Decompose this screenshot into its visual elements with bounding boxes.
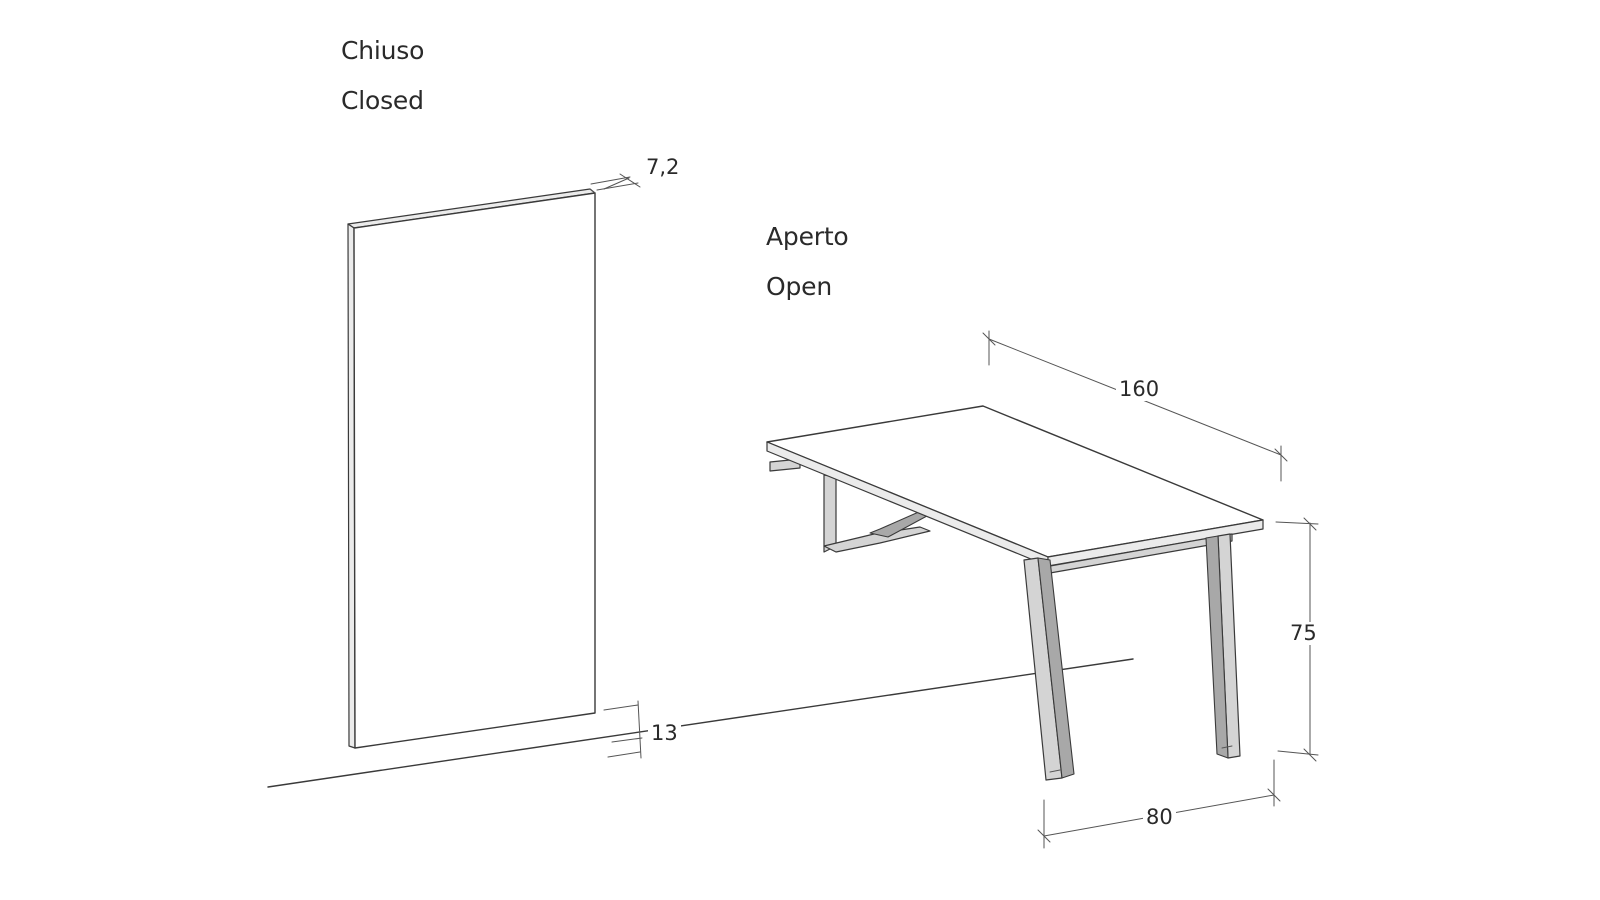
closed-panel-corner xyxy=(589,188,596,194)
floor-gap-dimension xyxy=(603,700,643,759)
height-value: 75 xyxy=(1287,622,1320,645)
closed-depth-value: 7,2 xyxy=(646,155,680,179)
height-ext-bottom xyxy=(1277,750,1319,756)
closed-label-english: Closed xyxy=(341,86,424,115)
depth-ext-line-1 xyxy=(596,182,639,191)
gap-ext-line-bottom xyxy=(607,751,641,758)
closed-depth-dimension xyxy=(590,173,641,191)
depth-dim-line xyxy=(603,177,630,190)
front-leg-side xyxy=(1037,557,1075,779)
front-leg-foot-mark xyxy=(1049,769,1061,773)
open-table xyxy=(766,405,1264,781)
length-tick-left xyxy=(982,332,996,346)
closed-panel xyxy=(347,188,596,749)
width-value: 80 xyxy=(1143,806,1176,829)
height-tick-bottom xyxy=(1303,748,1317,762)
wall-bracket-post xyxy=(823,474,837,553)
gap-ext-line-top xyxy=(603,704,639,711)
width-tick-left xyxy=(1037,829,1051,843)
rear-leg-foot-mark xyxy=(1221,745,1233,749)
height-tick-top xyxy=(1303,517,1317,531)
gap-dim-line xyxy=(637,700,642,759)
rear-leg-side xyxy=(1205,535,1229,759)
gap-ext-line-mid xyxy=(611,737,643,743)
height-ext-top xyxy=(1275,521,1319,525)
closed-panel-front-face xyxy=(353,192,596,749)
length-tick-right xyxy=(1274,448,1288,462)
floor-gap-value: 13 xyxy=(648,722,681,745)
open-label-english: Open xyxy=(766,272,832,301)
width-tick-right xyxy=(1267,788,1281,802)
closed-label-italian: Chiuso xyxy=(341,36,425,65)
open-label-italian: Aperto xyxy=(766,222,849,251)
length-value: 160 xyxy=(1116,378,1163,401)
floor-line xyxy=(267,658,1134,788)
depth-tick xyxy=(619,173,641,188)
depth-ext-line-2 xyxy=(590,176,631,185)
